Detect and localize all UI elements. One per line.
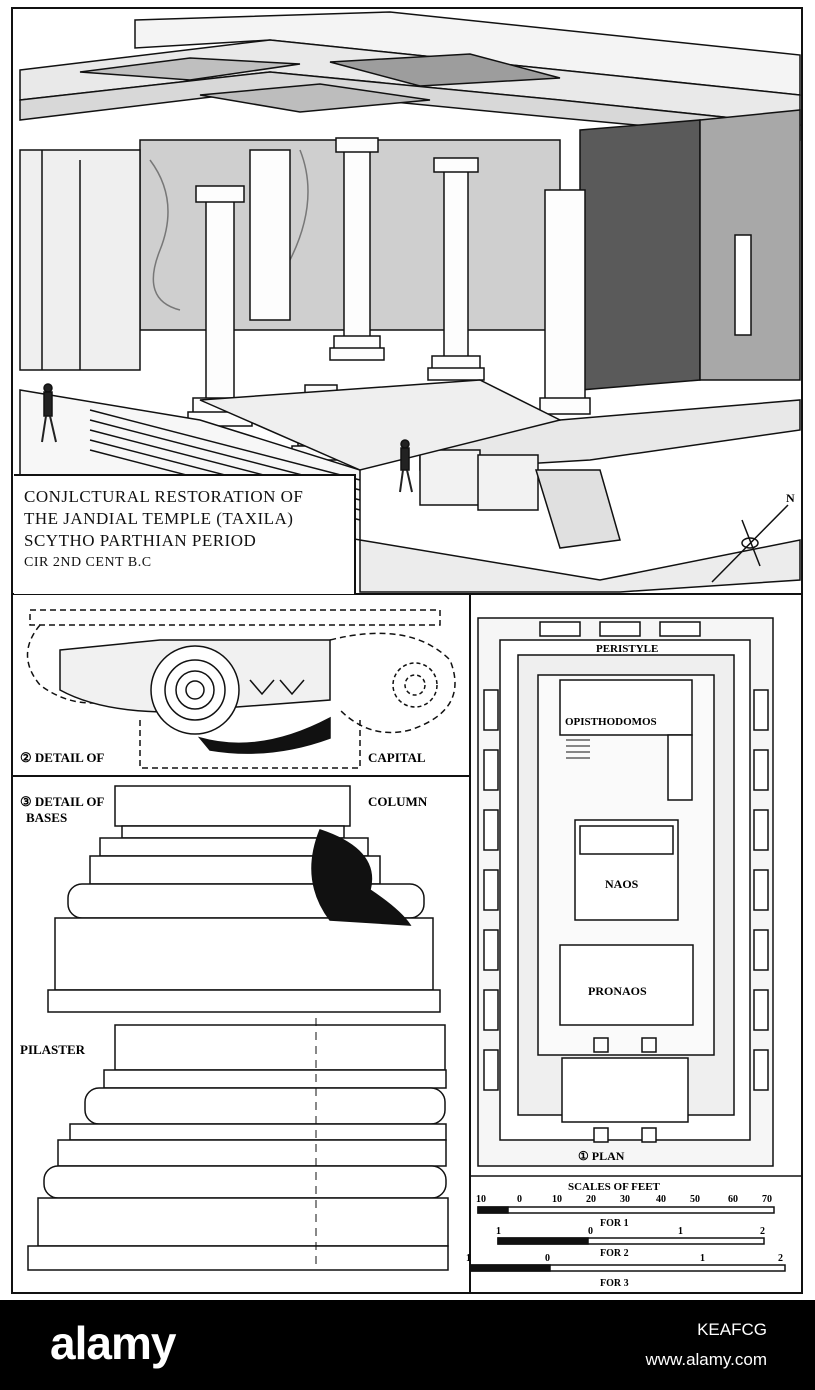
scale-1-tick: 70 [762,1194,772,1205]
scale-3-ticks: 1 0 1 2 [466,1253,783,1264]
bases-label-left: ③ DETAIL OF [20,794,104,809]
temple-drawing: N ② DETAIL OF CAPITAL [11,7,803,1294]
alamy-logo: alamy [50,1317,176,1369]
title-caption: CONJLCTURAL RESTORATION OF THE JANDIAL T… [14,474,356,594]
scale-1-tick: 0 [517,1194,522,1205]
scale-3-tick: 1 [700,1253,705,1264]
plan-opisthodomos-label: OPISTHODOMOS [565,716,657,728]
compass-north-label: N [786,491,795,505]
plan-naos-label: NAOS [605,877,639,891]
scale-3-tick: 2 [778,1253,783,1264]
engraving-plate: N ② DETAIL OF CAPITAL [11,7,803,1294]
watermark-footer: alamy KEAFCG www.alamy.com [0,1300,815,1390]
scale-3-tick: 0 [545,1253,550,1264]
caption-line-4: CIR 2ND CENT B.C [24,555,152,570]
scale-1-tick: 30 [620,1194,630,1205]
scale-1-ticks: 10 0 10 20 30 40 50 60 70 [476,1194,772,1205]
image-code: KEAFCG [697,1320,767,1339]
scale-1-label: FOR 1 [600,1218,629,1229]
scale-2-tick: 0 [588,1226,593,1237]
scale-1-tick: 40 [656,1194,666,1205]
plan-peristyle-label: PERISTYLE [596,643,658,655]
scale-2-ticks: 1 0 1 2 [496,1226,765,1237]
scale-2-tick: 1 [496,1226,501,1237]
caption-line-3: SCYTHO PARTHIAN PERIOD [24,531,257,550]
capital-label-left: ② DETAIL OF [20,750,104,765]
scale-1-tick: 10 [552,1194,562,1205]
scale-1-tick: 50 [690,1194,700,1205]
scale-2-label: FOR 2 [600,1248,629,1259]
bases-detail [27,785,449,1271]
compass-rose-icon [711,504,789,583]
caption-line-1: CONJLCTURAL RESTORATION OF [24,487,304,506]
watermark-url: www.alamy.com [645,1350,767,1369]
scale-3-label: FOR 3 [600,1278,629,1289]
scales-of-feet [469,1175,802,1272]
scale-1-tick: 20 [586,1194,596,1205]
scale-1-tick: 60 [728,1194,738,1205]
capital-label-right: CAPITAL [368,750,426,765]
plan-pronaos-label: PRONAOS [588,984,647,998]
scale-1-tick: 10 [476,1194,486,1205]
scale-2-tick: 1 [678,1226,683,1237]
perspective-restoration [19,11,801,593]
caption-line-2: THE JANDIAL TEMPLE (TAXILA) [24,509,294,528]
bases-label-right: COLUMN [368,794,428,809]
bases-label-left-2: BASES [26,810,67,825]
scales-title: SCALES OF FEET [568,1181,661,1193]
plan-drawing [477,617,774,1167]
scale-2-tick: 2 [760,1226,765,1237]
pilaster-label: PILASTER [20,1042,86,1057]
capital-detail [12,594,471,1293]
plan-label: ① PLAN [578,1149,625,1163]
scale-3-tick: 1 [466,1253,471,1264]
